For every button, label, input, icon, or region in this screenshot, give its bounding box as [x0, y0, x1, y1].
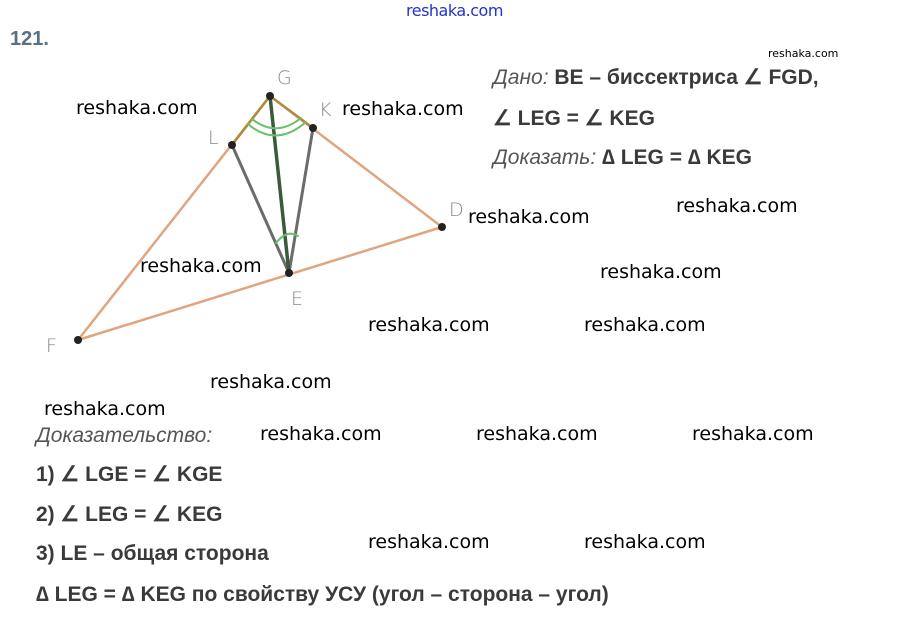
- watermark: reshaka.com: [342, 98, 464, 120]
- watermark: reshaka.com: [44, 398, 166, 420]
- side-fd: [76, 225, 444, 342]
- point-f: [74, 336, 82, 344]
- point-d: [438, 223, 446, 231]
- watermark: reshaka.com: [260, 423, 382, 445]
- label-d: D: [449, 199, 464, 221]
- watermark: reshaka.com: [584, 531, 706, 553]
- point-e: [285, 269, 293, 277]
- watermark: reshaka.com: [692, 423, 814, 445]
- proof-label: Доказательство:: [36, 424, 213, 447]
- angle-arc-e: [275, 232, 299, 244]
- problem-number: 121.: [10, 28, 49, 50]
- angle-arc-g-inner: [251, 117, 302, 130]
- watermark: reshaka.com: [76, 97, 198, 119]
- point-l: [228, 141, 236, 149]
- label-g: G: [277, 67, 292, 89]
- proof-step-2: 2) ∠ LEG = ∠ KEG: [36, 503, 223, 526]
- segment-ke: [287, 126, 315, 275]
- segment-le: [230, 143, 291, 275]
- point-g: [266, 92, 274, 100]
- given-line-2: ∠ LEG = ∠ KEG: [493, 107, 655, 130]
- given-text-1: BE – биссектриса ∠ FGD,: [554, 66, 819, 89]
- segment-gl: [230, 94, 272, 147]
- label-l: L: [208, 127, 219, 149]
- watermark: reshaka.com: [600, 261, 722, 283]
- point-k: [309, 124, 317, 132]
- given-label: Дано:: [493, 66, 549, 89]
- label-f: F: [46, 335, 57, 357]
- watermark: reshaka.com: [584, 314, 706, 336]
- watermark: reshaka.com: [468, 206, 590, 228]
- watermark: reshaka.com: [676, 195, 798, 217]
- prove-text: ∆ LEG = ∆ KEG: [602, 146, 753, 169]
- proof-conclusion: ∆ LEG = ∆ KEG по свойству УСУ (угол – ст…: [36, 583, 609, 606]
- given-line-1: Дано: BE – биссектриса ∠ FGD,: [493, 66, 819, 90]
- proof-step-3: 3) LE – общая сторона: [36, 542, 269, 565]
- watermark: reshaka.com: [210, 371, 332, 393]
- prove-label: Доказать:: [493, 146, 597, 169]
- watermark: reshaka.com: [368, 531, 490, 553]
- watermark: reshaka.com: [140, 255, 262, 277]
- label-e: E: [291, 288, 304, 310]
- proof-step-1: 1) ∠ LGE = ∠ KGE: [36, 463, 223, 486]
- label-k: K: [319, 99, 332, 121]
- prove-line: Доказать: ∆ LEG = ∆ KEG: [493, 146, 752, 170]
- watermark: reshaka.com: [368, 314, 490, 336]
- watermark: reshaka.com: [768, 47, 839, 60]
- angle-arc-g-outer: [247, 121, 307, 137]
- watermark: reshaka.com: [476, 423, 598, 445]
- site-link[interactable]: reshaka.com: [406, 1, 503, 20]
- bisector-ge: [268, 94, 291, 275]
